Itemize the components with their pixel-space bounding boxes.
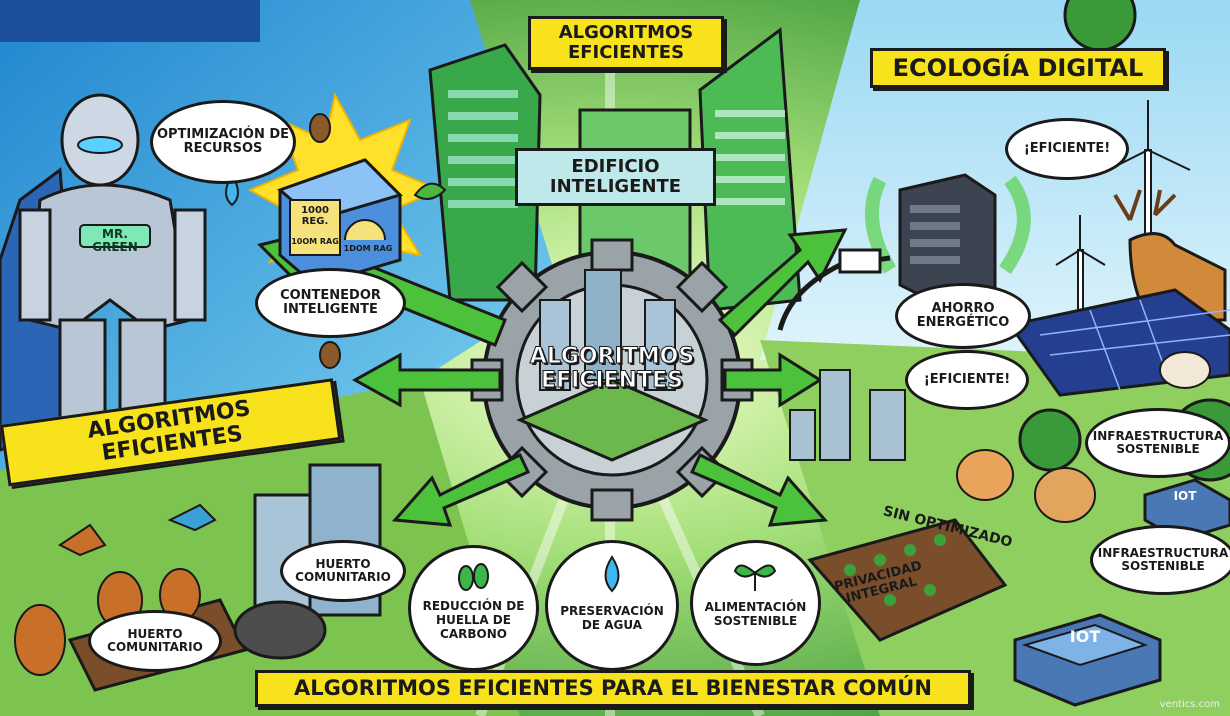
iot-label-1: IOT (1173, 489, 1197, 503)
huerto-bubble-1: HUERTO COMUNITARIO (280, 540, 406, 602)
bottom-banner: ALGORITMOS EFICIENTES PARA EL BIENESTAR … (255, 670, 971, 708)
rabbit-icon (1159, 351, 1211, 389)
infra-bubble-1: INFRAESTRUCTURA SOSTENIBLE (1085, 408, 1230, 478)
iot-label-2: IOT (1069, 627, 1101, 646)
water-drop-icon (604, 555, 620, 593)
wind-turbine-icon (1055, 100, 1191, 331)
alimentacion-circle: ALIMENTACIÓN SOSTENIBLE (690, 540, 821, 666)
infra-bubble-2: INFRAESTRUCTURA SOSTENIBLE (1090, 525, 1230, 595)
contenedor-bubble: CONTENEDOR INTELIGENTE (255, 268, 406, 338)
top-title: ALGORITMOS EFICIENTES (528, 16, 724, 70)
reduccion-circle: REDUCCIÓN DE HUELLA DE CARBONO (408, 545, 539, 671)
eficiente-bubble-1: ¡EFICIENTE! (1005, 118, 1129, 180)
eficiente-bubble-2: ¡EFICIENTE! (905, 350, 1029, 410)
footprints-icon (458, 563, 489, 591)
badger-icon (233, 600, 327, 660)
preservacion-circle: PRESERVACIÓN DE AGUA (545, 540, 679, 671)
huerto-bubble-2: HUERTO COMUNITARIO (88, 610, 222, 672)
optimizacion-bubble: OPTIMIZACIÓN DE RECURSOS (150, 100, 296, 184)
robot-hero-icon (0, 93, 207, 452)
ahorro-bubble: AHORRO ENERGÉTICO (895, 283, 1031, 349)
edificio-label: EDIFICIO INTELIGENTE (515, 148, 716, 206)
crate-label-1: 1000 REG. (301, 205, 329, 227)
alimentacion-label: ALIMENTACIÓN SOSTENIBLE (704, 600, 807, 628)
bird-icon (167, 503, 217, 532)
mr-green-label: MR. GREEN (92, 227, 138, 255)
squirrel-icon (14, 568, 201, 676)
ecologia-title: ECOLOGÍA DIGITAL (870, 48, 1166, 89)
crate-label-2: 10OM RAG (291, 237, 339, 246)
plug-icon (777, 255, 891, 331)
reduccion-label: REDUCCIÓN DE HUELLA DE CARBONO (422, 599, 525, 641)
iot-device-icon (1013, 478, 1230, 707)
cat-icon (956, 449, 1014, 501)
leaf-sprout-icon (733, 564, 777, 591)
dog-icon (1034, 467, 1096, 523)
preservacion-label: PRESERVACIÓN DE AGUA (560, 604, 664, 632)
gear-icon (470, 238, 754, 522)
watermark: ventics.com (1159, 699, 1220, 710)
crate-label-3: 1DOM RAG (343, 244, 393, 253)
center-title: ALGORITMOS EFICIENTES (529, 344, 695, 394)
